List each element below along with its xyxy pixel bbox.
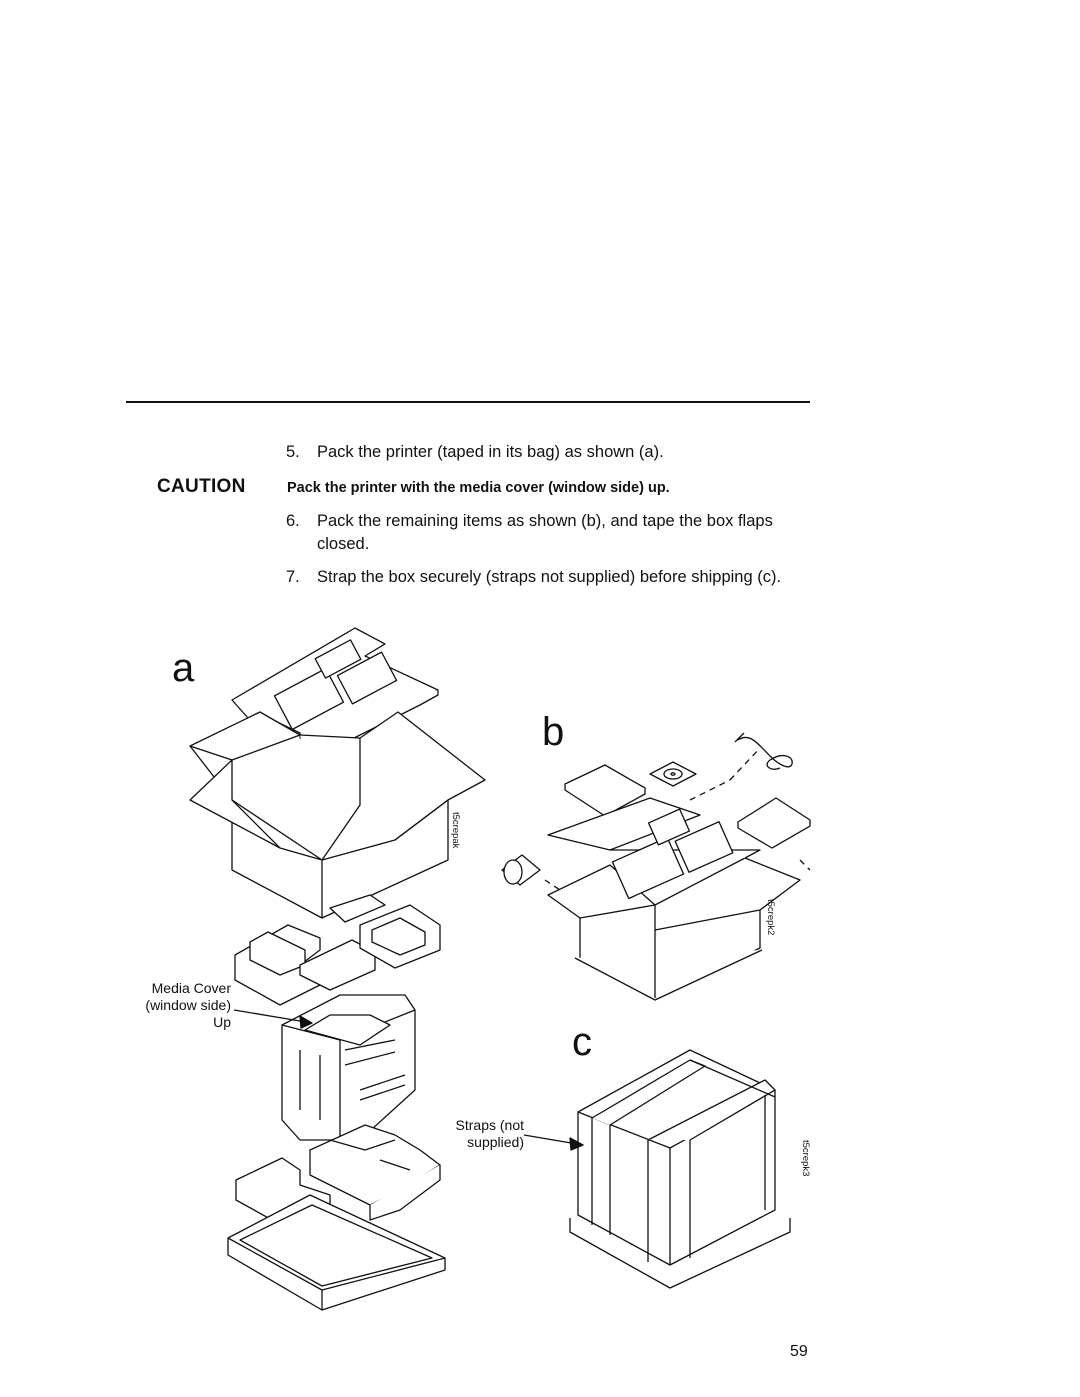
media-cover-callout: Media Cover (window side) Up — [126, 980, 231, 1031]
straps-arrowhead — [569, 1137, 584, 1151]
callout-line: Media Cover — [151, 980, 231, 996]
top-foam-insert — [231, 627, 439, 751]
bagged-printer — [281, 994, 416, 1141]
step-number: 7. — [286, 568, 300, 586]
middle-foam-blocks — [234, 894, 441, 1006]
section-rule — [126, 401, 810, 403]
power-cord — [734, 732, 793, 770]
figure-a-drawing — [189, 627, 486, 1311]
step-7: 7. Strap the box securely (straps not su… — [286, 566, 816, 590]
bottom-tray — [227, 1194, 446, 1311]
media-cover-arrow — [233, 1009, 313, 1024]
figure-a-tag: t5crepak — [450, 812, 461, 849]
straps-callout: Straps (not supplied) — [430, 1117, 524, 1151]
caution-text: Pack the printer with the media cover (w… — [287, 480, 670, 496]
page-number: 59 — [790, 1343, 808, 1360]
callout-line: supplied) — [467, 1134, 524, 1150]
step-number: 6. — [286, 512, 300, 530]
media-cover-arrowhead — [299, 1015, 313, 1029]
figure-c-tag: t5crepk3 — [800, 1140, 811, 1177]
open-box-b — [547, 797, 801, 1001]
open-box-a — [189, 711, 486, 919]
step-6: 6. Pack the remaining items as shown (b)… — [286, 510, 811, 558]
figure-b-drawing — [501, 732, 811, 1001]
callout-line: Straps (not — [455, 1117, 524, 1133]
figure-c-drawing — [523, 1049, 791, 1289]
cd-case — [649, 761, 697, 787]
figure-c-letter: c — [572, 1020, 592, 1064]
step-text-line1: Pack the remaining items as shown (b), a… — [317, 512, 773, 530]
figure-a-letter: a — [172, 646, 195, 690]
callout-line: Up — [213, 1014, 231, 1030]
step-5: 5. Pack the printer (taped in its bag) a… — [286, 441, 806, 465]
figure-b-tag: t5crepk2 — [765, 899, 776, 936]
ribbon-box — [737, 797, 811, 849]
caution-label: CAUTION — [157, 476, 246, 497]
step-text: Pack the printer (taped in its bag) as s… — [317, 443, 664, 461]
strapped-box — [569, 1049, 791, 1289]
figure-b-letter: b — [542, 710, 565, 754]
step-text: Strap the box securely (straps not suppl… — [317, 568, 782, 586]
step-text-line2: closed. — [317, 535, 370, 553]
step-number: 5. — [286, 443, 300, 461]
callout-line: (window side) — [145, 997, 231, 1013]
ribbon-spool — [501, 854, 541, 886]
